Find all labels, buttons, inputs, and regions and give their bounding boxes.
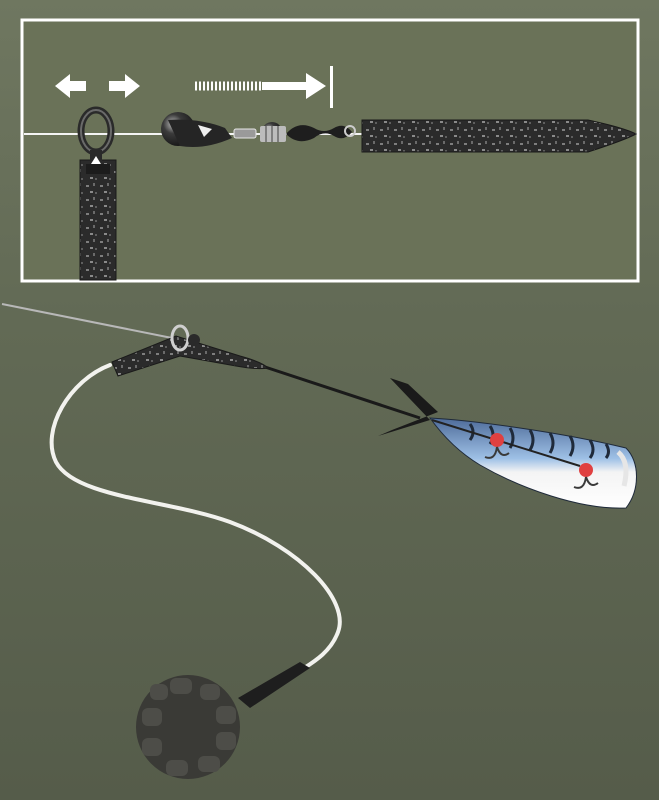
inset-panel (20, 18, 640, 283)
dashed-right-arrow-with-stop-icon (195, 66, 333, 108)
bead-red-2 (579, 463, 593, 477)
inset-run-ring (77, 106, 115, 164)
inset-swivel (233, 122, 356, 142)
treble-hook-icon (484, 446, 599, 489)
inset-bead (161, 112, 232, 147)
inset-tube-boom (361, 119, 638, 153)
run-ring (170, 324, 200, 352)
weight-link (49, 363, 342, 674)
leader-line (261, 364, 421, 420)
bait-tail (378, 378, 438, 436)
mainline (1, 303, 183, 341)
tube-boom (111, 335, 270, 377)
lead-weight (136, 675, 240, 779)
main-rig (1, 303, 637, 779)
mackerel-bait (378, 378, 637, 509)
bead-red-1 (490, 433, 504, 447)
bait-body (428, 417, 637, 509)
double-headed-arrow-icon (55, 74, 140, 98)
weight-sleeve (238, 662, 310, 708)
inset-boom-tube (79, 159, 117, 281)
hook-trace (431, 419, 581, 467)
